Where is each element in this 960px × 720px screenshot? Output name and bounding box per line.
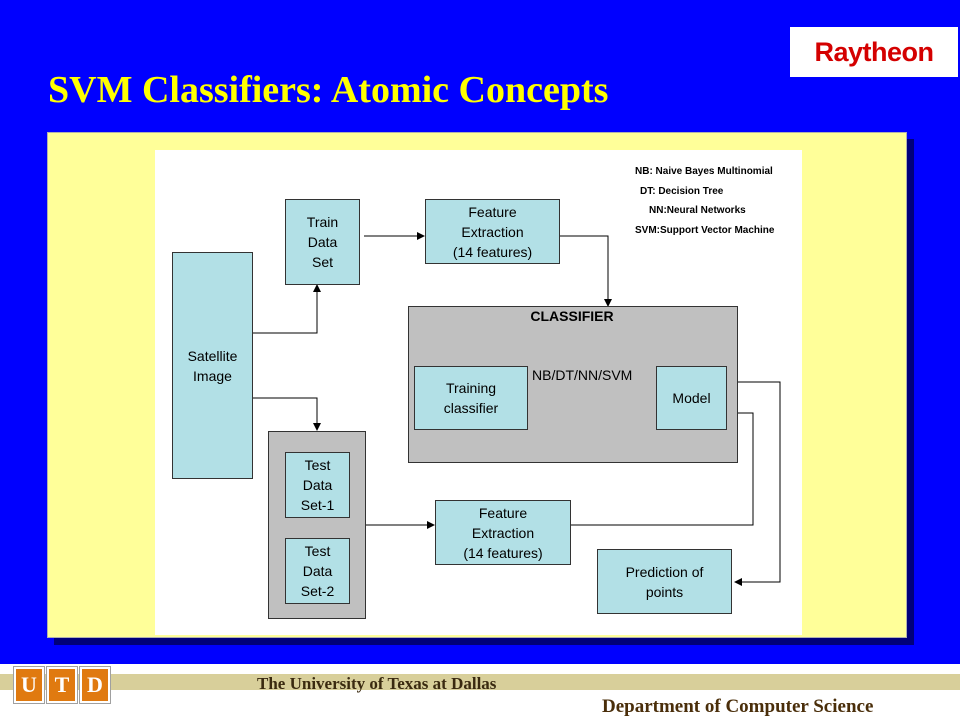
legend: NB: Naive Bayes Multinomial DT: Decision… xyxy=(635,162,795,240)
raytheon-logo: Raytheon xyxy=(790,27,958,77)
legend-item-nb: NB: Naive Bayes Multinomial xyxy=(635,166,773,177)
footer-stripe xyxy=(0,674,960,690)
slide-title: SVM Classifiers: Atomic Concepts xyxy=(48,69,609,111)
department-name: Department of Computer Science xyxy=(602,696,874,717)
legend-item-svm: SVM:Support Vector Machine xyxy=(635,224,775,236)
university-name: The University of Texas at Dallas xyxy=(257,674,497,693)
prediction-of-points-node: Prediction of points xyxy=(597,549,732,614)
utd-logo-letter-u: U xyxy=(13,666,45,704)
test-data-set-2-node: Test Data Set-2 xyxy=(285,538,350,604)
test-data-set-1-node: Test Data Set-1 xyxy=(285,452,350,518)
arrow-feature-to-model xyxy=(571,409,754,526)
arrow-satellite-to-test xyxy=(253,397,321,431)
utd-logo: U T D xyxy=(13,666,111,704)
raytheon-logo-text: Raytheon xyxy=(814,36,934,67)
satellite-image-node: Satellite Image xyxy=(172,252,253,479)
utd-logo-letter-d: D xyxy=(79,666,111,704)
model-node: Model xyxy=(656,366,727,430)
train-data-set-node: Train Data Set xyxy=(285,199,360,285)
arrow-model-to-prediction xyxy=(727,381,781,586)
flow-diagram: NB: Naive Bayes Multinomial DT: Decision… xyxy=(155,150,802,635)
arrow-feature-to-classifier xyxy=(559,235,612,307)
feature-extraction-top-node: Feature Extraction (14 features) xyxy=(425,199,560,264)
algorithm-label: NB/DT/NN/SVM xyxy=(532,367,633,383)
utd-logo-letter-t: T xyxy=(46,666,78,704)
arrow-satellite-to-train xyxy=(253,284,321,334)
training-classifier-node: Training classifier xyxy=(414,366,528,430)
feature-extraction-bottom-node: Feature Extraction (14 features) xyxy=(435,500,571,565)
legend-item-nn: NN:Neural Networks xyxy=(649,205,746,216)
classifier-title: CLASSIFIER xyxy=(530,308,614,324)
legend-item-dt: DT: Decision Tree xyxy=(640,185,724,197)
